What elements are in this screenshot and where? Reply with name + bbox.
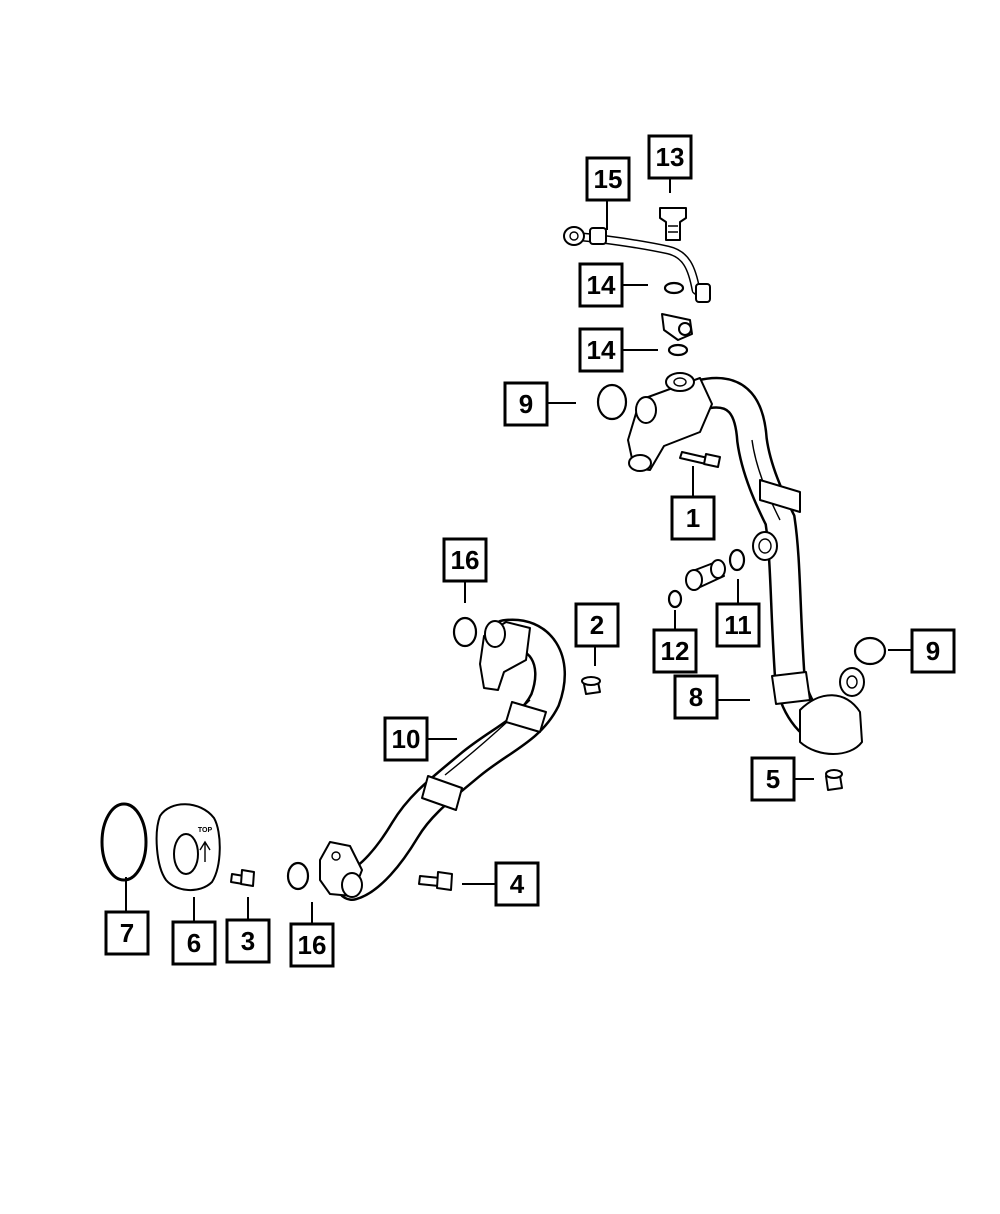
bolt-4 — [418, 871, 453, 891]
callout-15-text: 15 — [594, 164, 623, 194]
callout-6: 6 — [171, 920, 217, 966]
callout-11: 11 — [715, 602, 761, 648]
callout-1: 1 — [670, 495, 716, 541]
callout-16-lower-text: 16 — [298, 930, 327, 960]
flange-stamp-text: TOP — [198, 827, 213, 834]
callout-12: 12 — [652, 628, 698, 674]
callout-6-text: 6 — [187, 928, 201, 958]
callout-5: 5 — [750, 756, 796, 802]
o-ring-11 — [728, 548, 746, 572]
callout-13-text: 13 — [656, 142, 685, 172]
bolt-5 — [825, 769, 843, 791]
o-ring-upper — [596, 383, 628, 421]
adapter-fitting — [685, 559, 726, 591]
callout-16-lower: 16 — [289, 922, 335, 968]
callout-3-text: 3 — [241, 926, 255, 956]
sealing-washer-lower — [667, 343, 689, 357]
callout-9-lower-text: 9 — [926, 636, 940, 666]
flange-plate-6: TOP — [155, 803, 221, 891]
callout-14-upper: 14 — [578, 262, 624, 308]
callout-13: 13 — [647, 134, 693, 180]
oil-feed-hose — [563, 226, 711, 303]
o-ring-16-lower — [286, 861, 310, 891]
sealing-washer-upper — [663, 281, 685, 295]
callout-7-text: 7 — [120, 918, 134, 948]
callout-9-lower: 9 — [910, 628, 956, 674]
bolt-3 — [230, 869, 255, 887]
banjo-bolt — [659, 207, 687, 241]
callout-4: 4 — [494, 861, 540, 907]
callout-3: 3 — [225, 918, 271, 964]
callout-5-text: 5 — [766, 764, 780, 794]
o-ring-12 — [667, 589, 683, 609]
o-ring-lower — [853, 636, 887, 666]
callout-11-text: 11 — [724, 610, 752, 640]
callout-8-text: 8 — [689, 682, 703, 712]
callout-10-text: 10 — [392, 724, 421, 754]
callout-1-text: 1 — [686, 503, 700, 533]
gasket-7 — [100, 802, 148, 882]
oil-supply-tube — [319, 618, 566, 901]
callout-14-upper-text: 14 — [587, 270, 616, 300]
callout-12-text: 12 — [661, 636, 690, 666]
callout-14-lower-text: 14 — [587, 335, 616, 365]
bolt-2 — [581, 676, 601, 695]
callout-8: 8 — [673, 674, 719, 720]
bolt-1 — [679, 451, 721, 468]
callout-7: 7 — [104, 910, 150, 956]
callout-2: 2 — [574, 602, 620, 648]
callout-4-text: 4 — [510, 869, 525, 899]
oil-return-tube — [627, 372, 865, 755]
leader-lines — [125, 178, 912, 924]
callout-14-lower: 14 — [578, 327, 624, 373]
callout-16-upper-text: 16 — [451, 545, 480, 575]
banjo-fitting — [661, 313, 693, 341]
o-ring-16-upper — [452, 616, 478, 648]
callout-9-upper-text: 9 — [519, 389, 533, 419]
callout-10: 10 — [383, 716, 429, 762]
callout-15: 15 — [585, 156, 631, 202]
callout-16-upper: 16 — [442, 537, 488, 583]
callout-2-text: 2 — [590, 610, 604, 640]
callout-9-upper: 9 — [503, 381, 549, 427]
